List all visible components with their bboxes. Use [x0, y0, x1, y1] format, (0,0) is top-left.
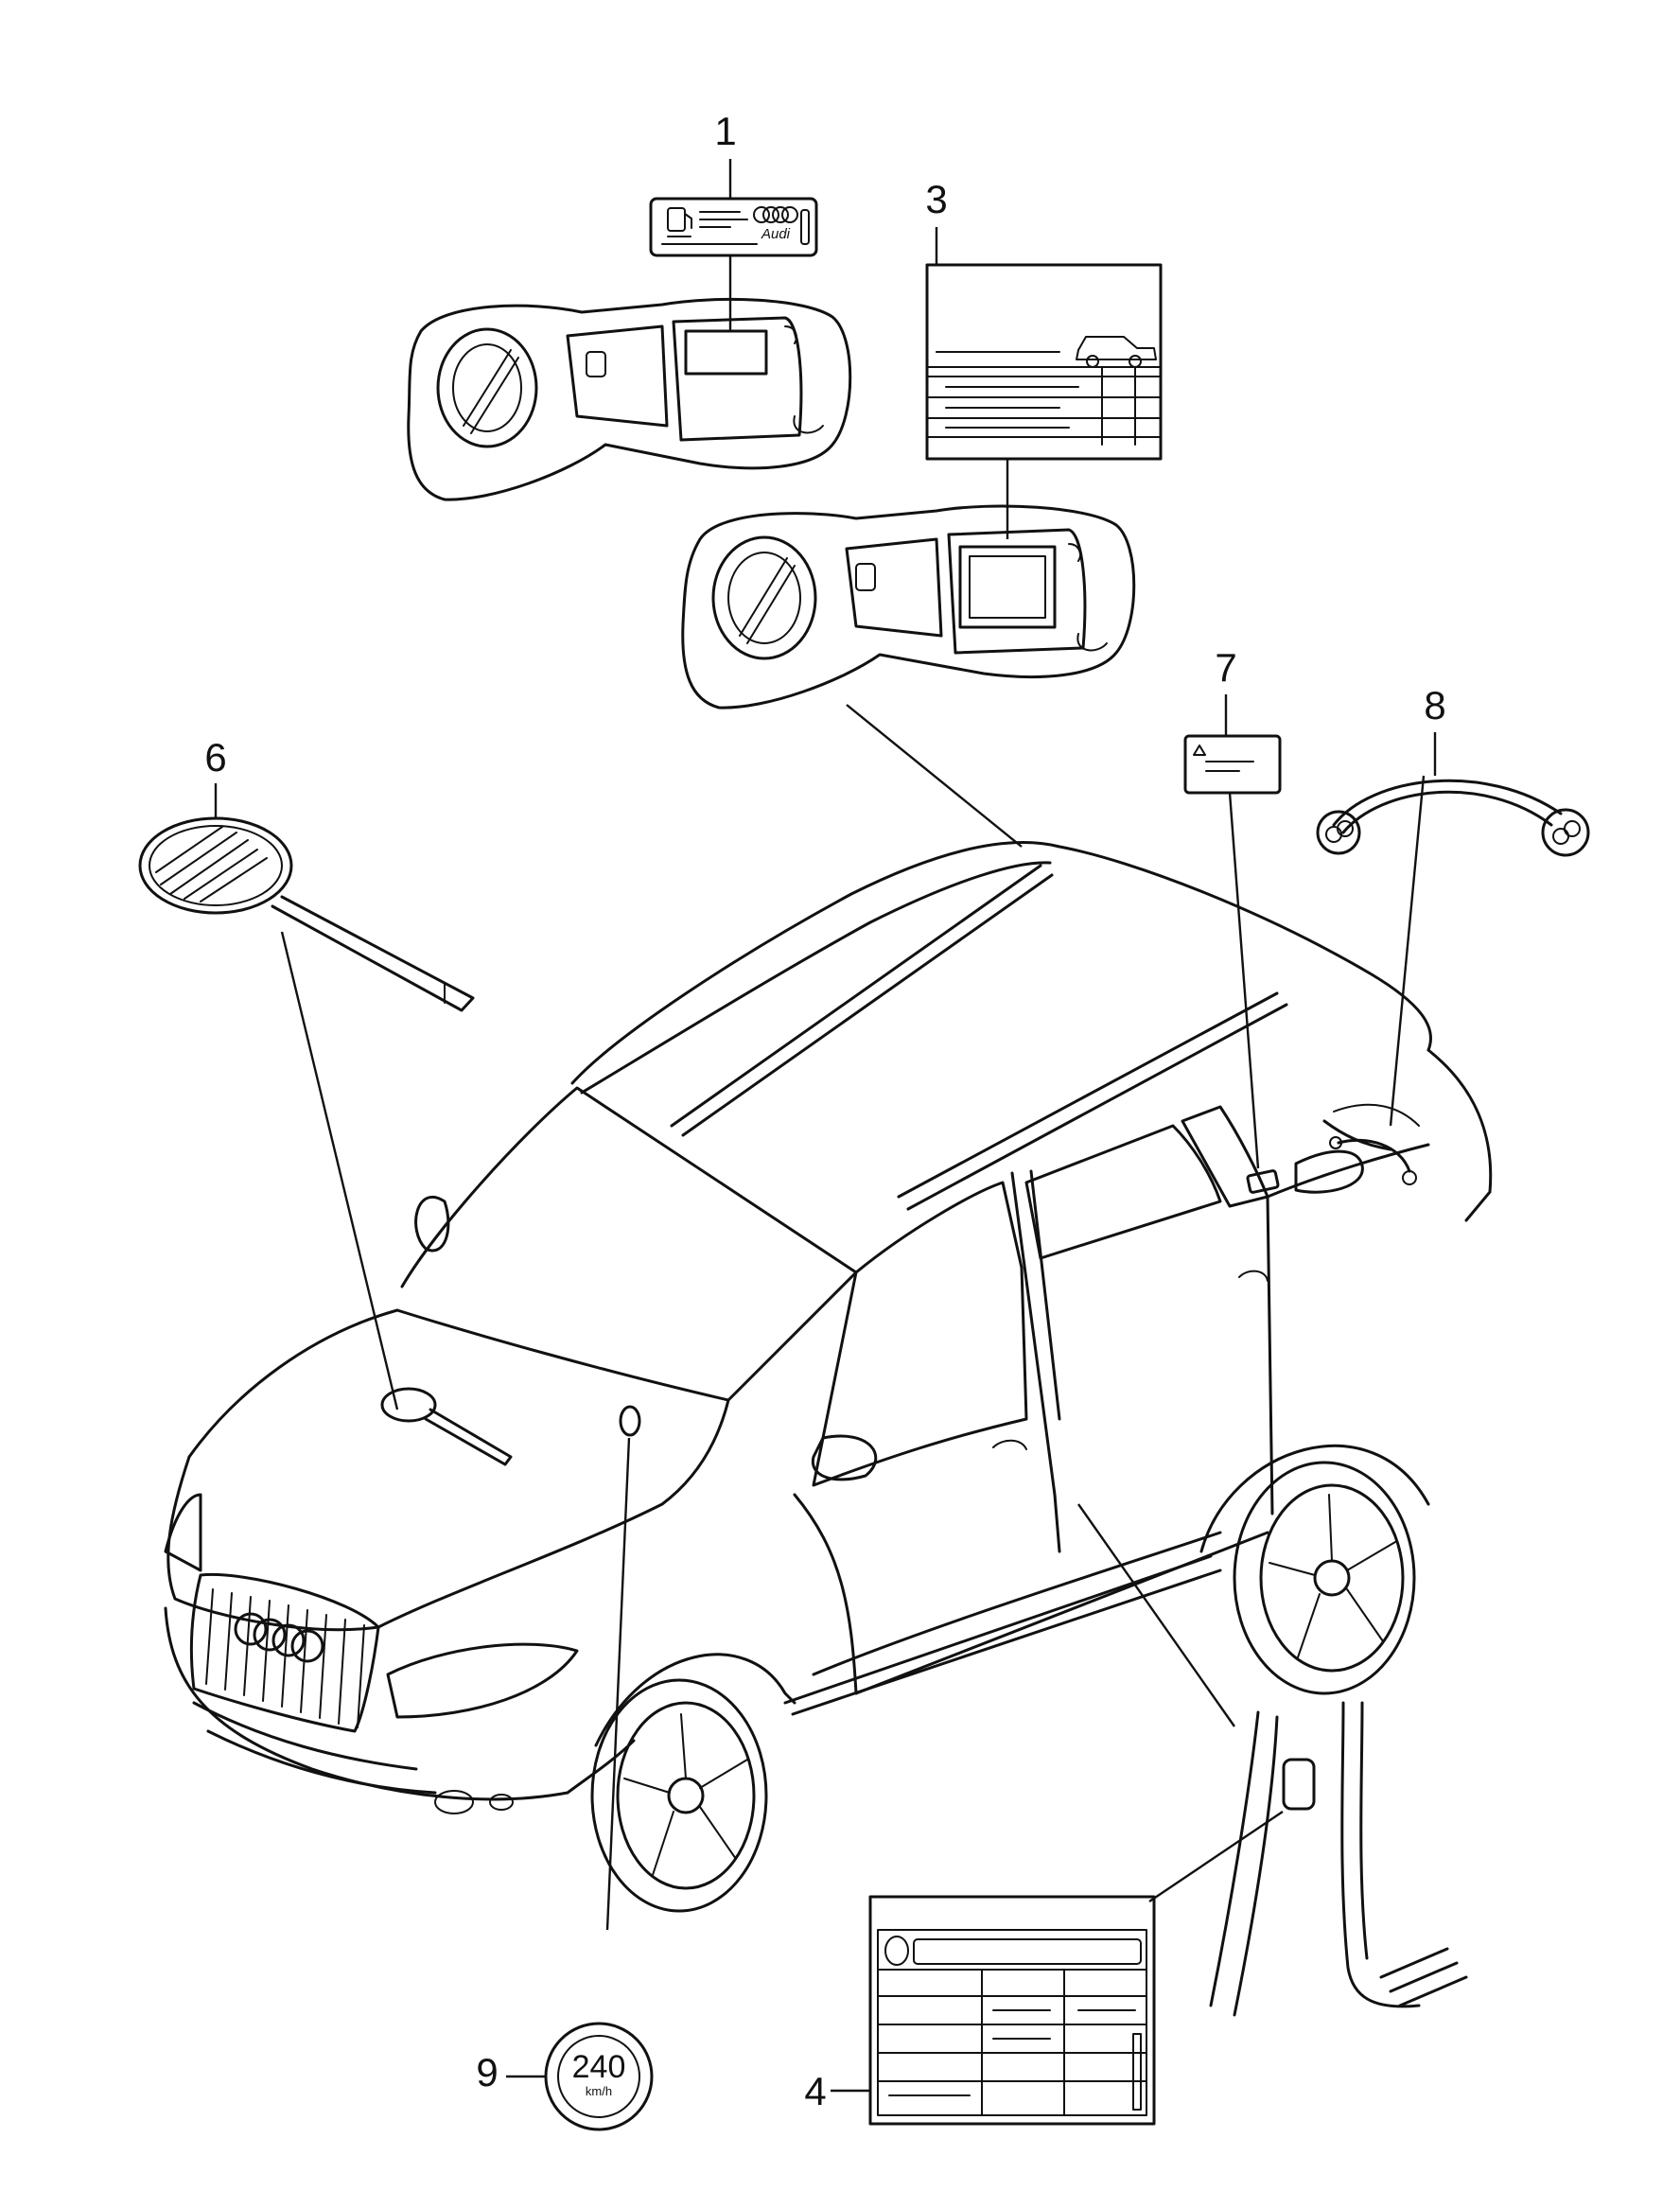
door-pillar-detail: [1148, 1701, 1468, 2017]
part-7-small-label: 7: [1183, 645, 1282, 1169]
callout-3: 3: [925, 177, 947, 221]
part-1-fuel-filler-label: 1 Audi: [407, 109, 852, 501]
callout-6: 6: [204, 735, 226, 780]
fuel-flap-2: [681, 504, 1136, 710]
part-3-tire-pressure-label: 3: [681, 177, 1163, 848]
fuel-pump-icon: [667, 207, 692, 232]
callout-7: 7: [1215, 645, 1236, 690]
speed-badge-value: 240: [572, 2049, 626, 2085]
warning-triangle-icon: [1193, 745, 1206, 756]
part-8-cable-strip: 8: [1316, 683, 1590, 1127]
car-icon: [1076, 336, 1157, 368]
audi-logo-text: Audi: [761, 226, 791, 242]
part-6-hood-sticker: 6: [138, 735, 475, 1411]
speed-badge-unit: km/h: [586, 2084, 612, 2098]
audi-rings-logo: [753, 206, 798, 223]
fuel-flap-1: [407, 297, 852, 501]
callout-1: 1: [714, 109, 736, 153]
car-illustration: [164, 841, 1493, 1913]
callout-9: 9: [476, 2050, 498, 2094]
part-4-door-label: 4: [804, 1895, 1156, 2126]
callout-4: 4: [804, 2069, 826, 2113]
callout-8: 8: [1424, 683, 1445, 727]
part-9-speed-badge: 9 240 km/h: [476, 2022, 654, 2131]
